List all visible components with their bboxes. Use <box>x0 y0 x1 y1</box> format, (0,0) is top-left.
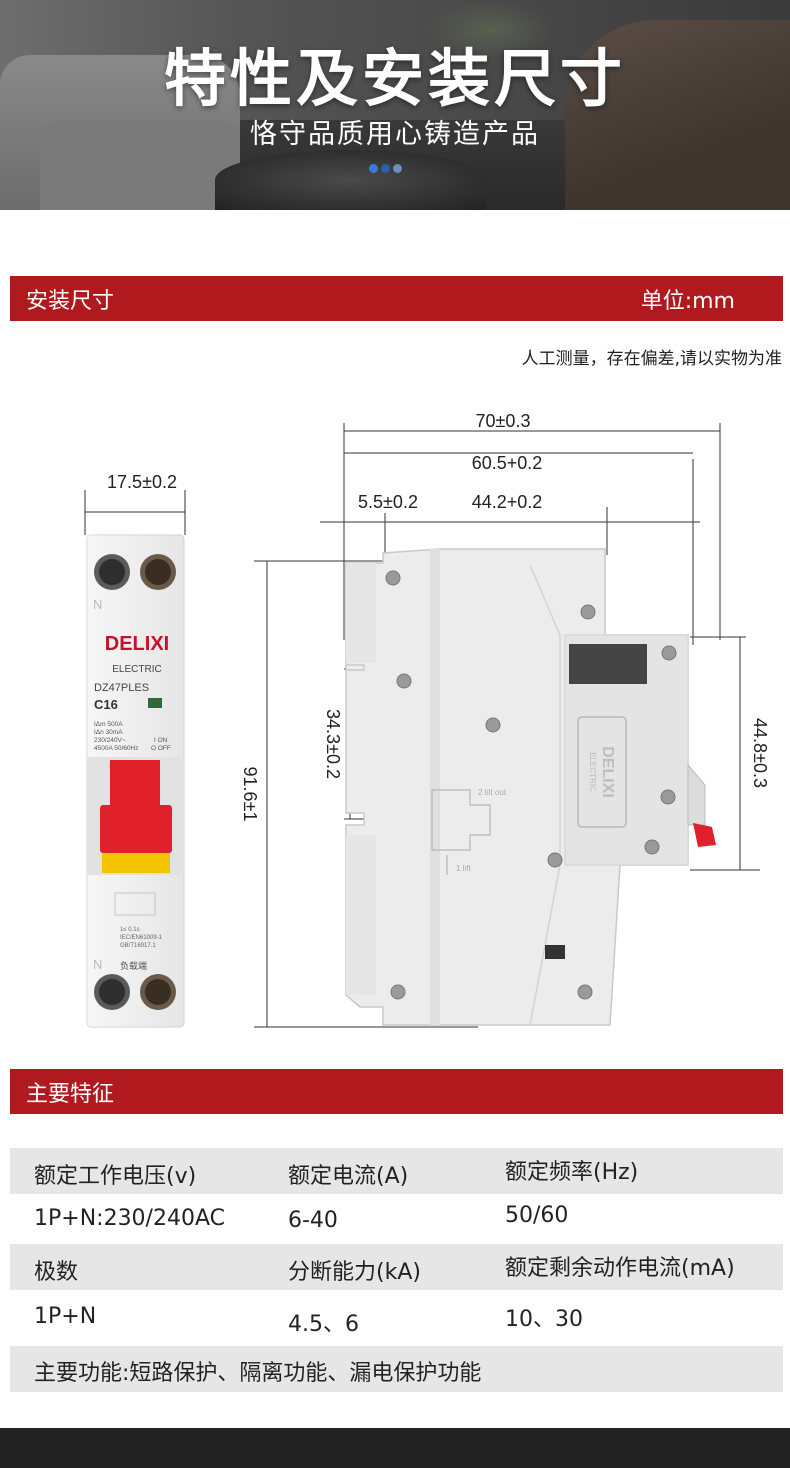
dim-depth-2: 60.5+0.2 <box>472 453 543 473</box>
table-row: 极数 分断能力(kA) 额定剩余动作电流(mA) <box>10 1244 783 1290</box>
carousel-dot[interactable] <box>393 164 402 173</box>
page-footer <box>0 1428 790 1468</box>
spec-label-breaking-capacity: 分断能力(kA) <box>288 1260 421 1285</box>
spec-label-current: 额定电流(A) <box>288 1164 409 1189</box>
install-size-title: 安装尺寸 <box>26 288 115 314</box>
spec-label-poles: 极数 <box>34 1260 79 1285</box>
spec-line-2: IΔn 30mA <box>94 729 123 736</box>
breaker-side-view: 70±0.3 60.5+0.2 5.5±0.2 44.2+0.2 91.6±1 … <box>240 411 770 1028</box>
measurement-note: 人工测量，存在偏差,请以实物为准 <box>521 349 782 369</box>
hero-sofa-seat <box>40 120 240 210</box>
spec-label-voltage: 额定工作电压(v) <box>34 1164 197 1189</box>
carousel-dot[interactable] <box>381 164 390 173</box>
spec-value-residual-current: 10、30 <box>505 1307 583 1332</box>
spec-line-4: 4500A 50/60Hz <box>94 745 138 752</box>
hero-table <box>215 150 485 210</box>
dimension-diagram: 17.5±0.2 N DELIXI ELECTRIC DZ47PLES C16 … <box>84 411 770 1028</box>
std-line-2: IEC/EN61009-1 <box>120 935 163 941</box>
spec-label-residual-current: 额定剩余动作电流(mA) <box>505 1256 735 1281</box>
rating-label: C16 <box>94 697 118 712</box>
spec-line-1: IΔm 500A <box>94 721 123 728</box>
spec-value-voltage: 1P+N:230/240AC <box>34 1206 225 1231</box>
terminal-n-bottom: N <box>93 957 102 972</box>
table-row: 1P+N:230/240AC 6-40 50/60 <box>10 1194 783 1244</box>
main-functions: 主要功能:短路保护、隔离功能、漏电保护功能 <box>34 1361 482 1386</box>
brand-sub: ELECTRIC <box>112 664 161 675</box>
features-title: 主要特征 <box>26 1081 115 1107</box>
model-label: DZ47PLES <box>94 682 149 694</box>
on-label: I ON <box>154 737 168 744</box>
hero-banner: 特性及安装尺寸 恪守品质用心铸造产品 <box>0 0 790 210</box>
dim-total-depth: 70±0.3 <box>476 411 531 431</box>
spec-value-frequency: 50/60 <box>505 1203 569 1228</box>
table-row: 1P+N 4.5、6 10、30 <box>10 1290 783 1342</box>
page-subtitle: 恪守品质用心铸造产品 <box>250 119 540 150</box>
breaker-front-view: 17.5±0.2 N DELIXI ELECTRIC DZ47PLES C16 … <box>84 472 186 1028</box>
dim-offset: 5.5±0.2 <box>358 492 418 512</box>
load-side-label: 负载端 <box>120 960 147 972</box>
std-line-1: 1≤ 0.1s <box>120 927 140 933</box>
install-size-header: 安装尺寸 单位:mm <box>10 276 783 321</box>
terminal-n-top: N <box>93 597 102 612</box>
dim-height-total: 91.6±1 <box>240 767 260 822</box>
unit-label: 单位:mm <box>640 288 735 314</box>
dim-width-front: 17.5±0.2 <box>107 472 177 492</box>
spec-value-breaking-capacity: 4.5、6 <box>288 1312 359 1337</box>
dim-depth-3: 44.2+0.2 <box>472 492 543 512</box>
toggle-switch[interactable] <box>100 805 172 853</box>
embossed-brand: DELIXI <box>599 746 616 798</box>
tilt-out-label: 2 tilt out <box>478 788 507 797</box>
carousel-dots <box>369 164 402 173</box>
spec-value-poles: 1P+N <box>34 1304 97 1329</box>
off-label: O OFF <box>151 745 171 752</box>
carousel-dot[interactable] <box>369 164 378 173</box>
features-header: 主要特征 <box>10 1069 783 1114</box>
std-line-3: GB/T16917.1 <box>120 943 156 949</box>
spec-value-current: 6-40 <box>288 1208 338 1233</box>
dim-height-rail: 34.3±0.2 <box>323 709 343 779</box>
brand-logo: DELIXI <box>105 633 169 655</box>
handle-side[interactable] <box>693 823 716 847</box>
hero-plant <box>425 0 555 60</box>
embossed-brand-sub: ELECTRIC <box>588 752 597 792</box>
hero-chair <box>565 20 790 210</box>
page-title: 特性及安装尺寸 <box>163 42 626 115</box>
table-row: 主要功能:短路保护、隔离功能、漏电保护功能 <box>10 1346 783 1392</box>
spec-label-frequency: 额定频率(Hz) <box>505 1160 639 1185</box>
table-row: 额定工作电压(v) 额定电流(A) 额定频率(Hz) <box>10 1148 783 1194</box>
spec-line-3: 230/240V~ <box>94 737 126 744</box>
dim-height-front: 44.8±0.3 <box>750 718 770 788</box>
spec-table: 额定工作电压(v) 额定电流(A) 额定频率(Hz) 1P+N:230/240A… <box>10 1148 783 1393</box>
lift-label: 1 lift <box>456 864 471 873</box>
